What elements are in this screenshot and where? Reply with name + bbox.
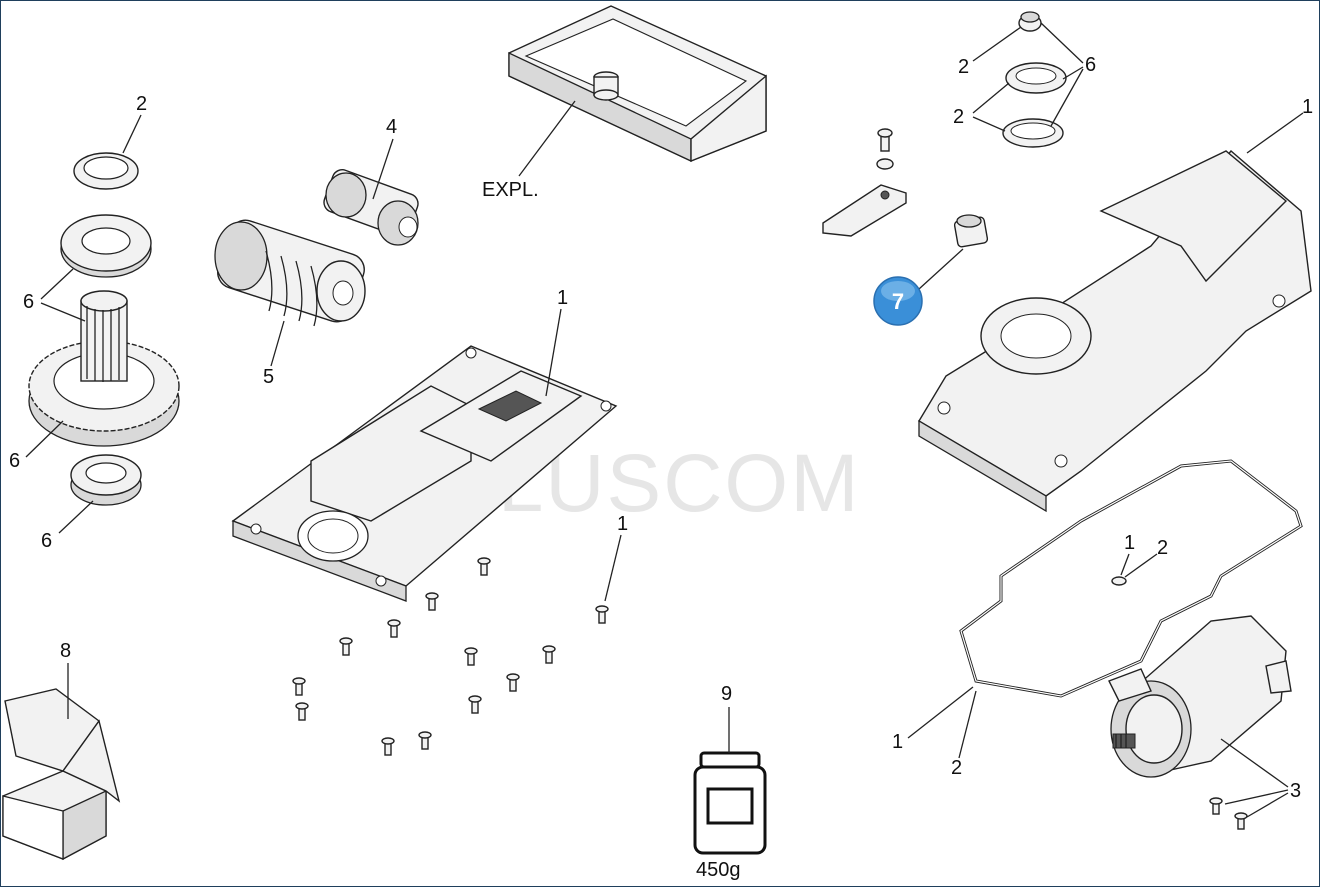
small-bolt-part xyxy=(876,128,894,170)
base-housing-part xyxy=(231,345,618,602)
screw xyxy=(387,619,401,638)
callout-gear-seal: 2 xyxy=(136,93,147,115)
seal-ring-part xyxy=(73,152,139,190)
callout-gasket-2: 2 xyxy=(951,757,962,779)
screw xyxy=(1209,797,1223,815)
top-bearing-ring-part xyxy=(1005,62,1067,94)
callout-box-pack: 8 xyxy=(60,640,71,662)
callout-top-bearing-ring: 6 xyxy=(1085,54,1096,76)
main-gear-part xyxy=(28,290,180,447)
motor-cover-part xyxy=(918,150,1312,513)
motor-part xyxy=(1108,615,1292,778)
cable-gland-part xyxy=(953,214,989,248)
bracket-part xyxy=(822,184,907,237)
screw xyxy=(381,737,395,756)
callout-worm-large: 5 xyxy=(263,366,274,388)
base-screws-group xyxy=(292,557,609,756)
screw xyxy=(468,695,482,714)
large-worm-gear-part xyxy=(214,219,366,327)
callout-gear-main: 6 xyxy=(9,450,20,472)
callout-highlight-part: 7 xyxy=(892,289,904,314)
packaging-box-part xyxy=(2,688,121,861)
screw xyxy=(418,731,432,750)
callout-base-screws: 1 xyxy=(617,513,628,535)
callout-gear-bearing-top: 6 xyxy=(23,291,34,313)
small-worm-gear-part xyxy=(323,169,419,246)
grease-weight-label: 450g xyxy=(696,859,741,881)
callout-gasket-small-2: 2 xyxy=(1157,537,1168,559)
callout-top-seal-ring: 2 xyxy=(953,106,964,128)
top-seal-ring-part xyxy=(1002,118,1064,148)
callout-gasket-small-1: 1 xyxy=(1124,532,1135,554)
callout-motor-screws: 3 xyxy=(1290,780,1301,802)
callout-top-cap: 2 xyxy=(958,56,969,78)
callout-gasket-1: 1 xyxy=(892,731,903,753)
top-cap-part xyxy=(1018,11,1042,32)
screw xyxy=(425,592,439,611)
callout-grease-jar: 9 xyxy=(721,683,732,705)
highlight-badge-shine xyxy=(881,281,915,301)
screw xyxy=(1234,812,1248,830)
screw xyxy=(595,605,609,624)
callout-base-housing: 1 xyxy=(557,287,568,309)
callout-motor-cover: 1 xyxy=(1302,96,1313,118)
screw xyxy=(477,557,491,576)
cover-box-part xyxy=(508,5,767,163)
callout-cover-box: EXPL. xyxy=(482,179,539,201)
motor-screws-group xyxy=(1209,797,1248,830)
screw xyxy=(542,645,556,664)
grease-jar-part xyxy=(693,751,767,855)
screw xyxy=(339,637,353,656)
gasket-part xyxy=(959,459,1303,698)
screw xyxy=(464,647,478,666)
callout-gear-bearing-bottom: 6 xyxy=(41,530,52,552)
top-bearing-part xyxy=(60,214,152,278)
screw xyxy=(295,702,309,721)
callout-worm-small: 4 xyxy=(386,116,397,138)
small-washer-part xyxy=(1111,576,1127,586)
screw xyxy=(506,673,520,692)
screw xyxy=(292,677,306,696)
bottom-bearing-part xyxy=(70,454,142,506)
